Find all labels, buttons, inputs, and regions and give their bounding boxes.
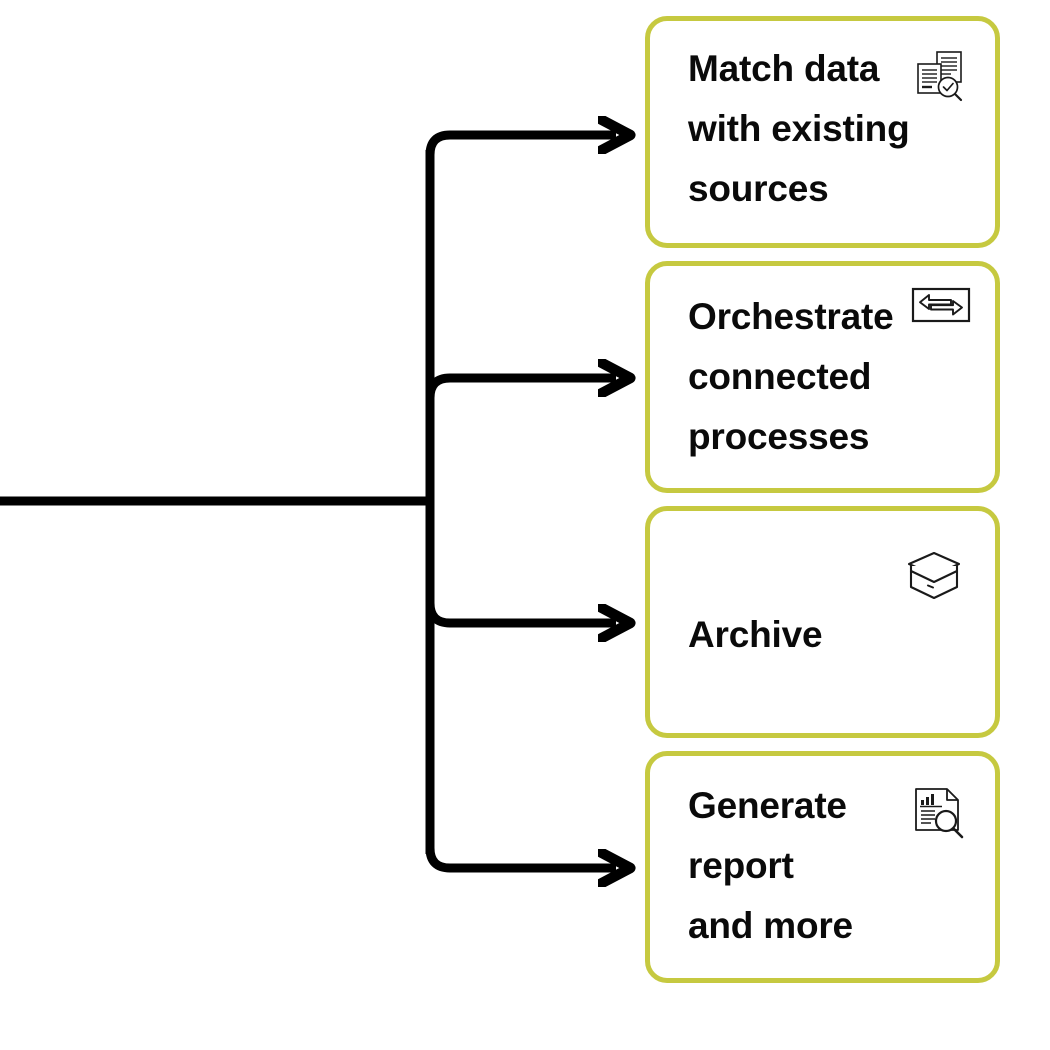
card-label: Orchestrate connected processes bbox=[688, 296, 894, 457]
process-card-match-data[interactable]: Match data with existing sources bbox=[645, 16, 1000, 248]
branch-arrow-archive bbox=[425, 602, 616, 623]
process-card-orchestrate[interactable]: Orchestrate connected processes bbox=[645, 261, 1000, 493]
card-label: Match data with existing sources bbox=[688, 48, 910, 209]
process-card-generate-report[interactable]: Generate report and more bbox=[645, 751, 1000, 983]
card-label: Archive bbox=[688, 614, 823, 656]
card-content: Orchestrate connected processes bbox=[688, 287, 971, 462]
documents-search-icon bbox=[913, 49, 969, 105]
report-search-icon bbox=[911, 786, 967, 842]
card-content: Archive bbox=[688, 537, 965, 707]
exchange-arrows-icon bbox=[911, 286, 971, 324]
card-label: Generate report and more bbox=[688, 785, 853, 946]
branch-arrow-generate-report bbox=[425, 847, 616, 868]
archive-box-icon bbox=[905, 549, 963, 607]
card-content: Match data with existing sources bbox=[688, 47, 965, 217]
process-card-archive[interactable]: Archive bbox=[645, 506, 1000, 738]
card-content: Generate report and more bbox=[688, 782, 965, 952]
branch-arrow-match-data bbox=[425, 135, 616, 156]
branch-arrow-orchestrate bbox=[425, 378, 616, 399]
